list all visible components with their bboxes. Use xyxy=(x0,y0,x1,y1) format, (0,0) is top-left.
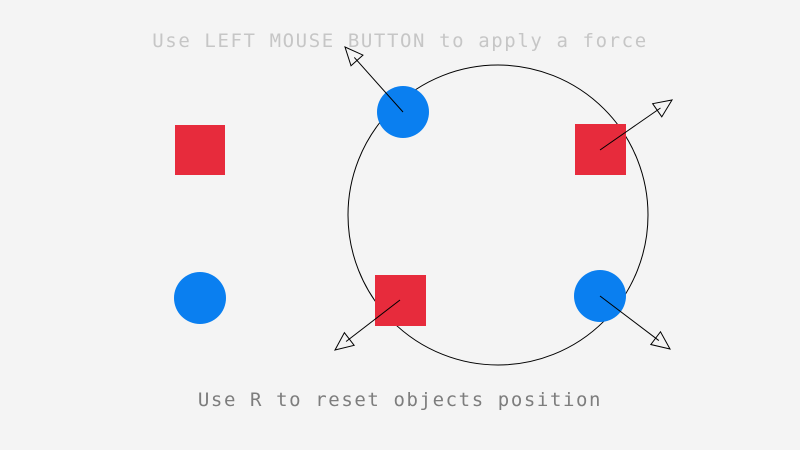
force-vector-top-right xyxy=(599,99,674,151)
force-vector-layer xyxy=(334,46,674,351)
force-vector-bottom-center xyxy=(334,299,401,351)
circle-track xyxy=(347,64,649,366)
force-vector-arrowhead-icon xyxy=(649,330,671,350)
force-vector-arrowhead-icon xyxy=(344,46,364,67)
circle-body-bottom-left[interactable] xyxy=(174,272,226,324)
force-vector-top xyxy=(344,46,404,113)
force-vector-shaft xyxy=(599,107,661,151)
force-vector-shaft xyxy=(599,295,660,341)
square-body-left[interactable] xyxy=(175,125,225,175)
force-vector-shaft xyxy=(353,57,404,113)
square-body-bottom-center[interactable] xyxy=(375,275,426,326)
force-vector-arrowhead-icon xyxy=(334,331,356,351)
force-vector-bottom-right xyxy=(599,295,671,350)
force-vector-shaft xyxy=(345,299,401,342)
force-vector-arrowhead-icon xyxy=(651,99,674,118)
